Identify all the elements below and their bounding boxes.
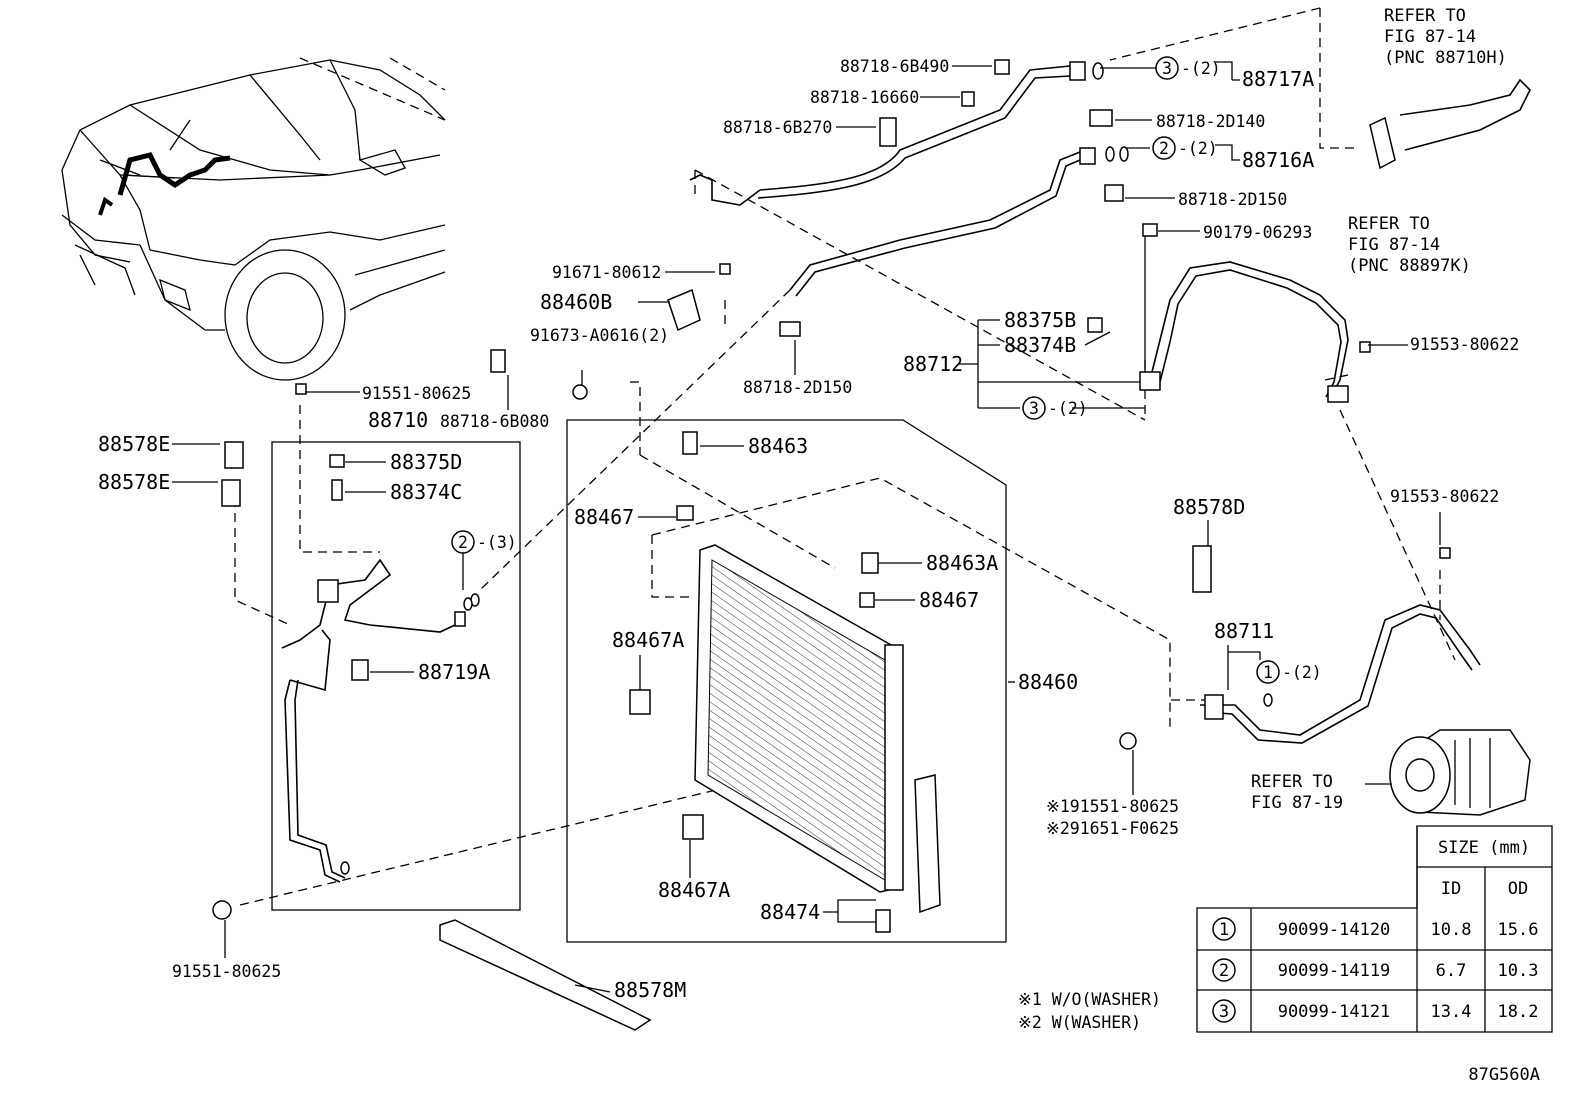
size-table: SIZE (mm) ID OD 1 90099-14120 10.8 15.6 … [1196, 825, 1553, 1033]
part-label-88474: 88474 [760, 900, 820, 924]
callout-circle-2-a: 2 [1159, 139, 1169, 158]
group-88460-box [566, 419, 1007, 943]
condenser-88460 [694, 544, 941, 933]
part-label-88718-6B270: 88718-6B270 [723, 118, 832, 137]
hose-88716A [789, 146, 1129, 297]
part-label-88717A: 88717A [1242, 67, 1314, 91]
part-label-88710: 88710 [368, 408, 428, 432]
part-label-88719A: 88719A [418, 660, 490, 684]
size-table-title: SIZE (mm) [1438, 838, 1530, 858]
part-label-88467A-1: 88467A [612, 628, 684, 652]
part-label-91553-80622-a: 91553-80622 [1410, 335, 1519, 354]
size-row-2-od: 10.3 [1498, 961, 1539, 981]
size-row-3-od: 18.2 [1498, 1002, 1539, 1022]
size-row-3-part: 90099-14121 [1278, 1002, 1391, 1022]
part-label-91673-A0616: 91673-A0616(2) [530, 326, 669, 345]
ref-mid-line1: REFER TO [1348, 214, 1430, 234]
callout-1-2: -(2) [1282, 663, 1322, 682]
ref-comp-line1: REFER TO [1251, 772, 1333, 792]
part-label-291651-F0625: ※291651-F0625 [1046, 819, 1179, 838]
part-label-88718-6B490: 88718-6B490 [840, 57, 949, 76]
callout-3-2-b: -(2) [1048, 399, 1088, 418]
part-label-91671-80612: 91671-80612 [552, 263, 661, 282]
ref-top-line2: FIG 87-14 [1384, 27, 1476, 47]
part-label-91551-80625-top: 91551-80625 [362, 384, 471, 403]
part-label-88463A: 88463A [926, 551, 998, 575]
vehicle-ac-lines [98, 152, 231, 216]
callout-circle-1: 1 [1263, 663, 1273, 682]
reference-notes: REFER TO FIG 87-14 (PNC 88710H) REFER TO… [1018, 6, 1507, 1032]
note-with-washer: ※2 W(WASHER) [1018, 1013, 1141, 1032]
part-label-88460: 88460 [1018, 670, 1078, 694]
size-row-1-part: 90099-14120 [1278, 920, 1391, 940]
part-label-88578E-2: 88578E [98, 470, 170, 494]
part-label-90179-06293: 90179-06293 [1203, 223, 1312, 242]
ref-comp-line2: FIG 87-19 [1251, 793, 1343, 813]
solid-leaders [172, 61, 1441, 993]
note-without-washer: ※1 W/O(WASHER) [1018, 990, 1161, 1009]
line-assembly-88710 [281, 558, 480, 883]
part-label-88467-1: 88467 [574, 505, 634, 529]
part-label-88374B: 88374B [1004, 333, 1076, 357]
part-label-88375D: 88375D [390, 450, 462, 474]
diagram-code: 87G560A [1468, 1065, 1540, 1085]
part-label-88467-2: 88467 [919, 588, 979, 612]
hose-88711 [1200, 604, 1481, 744]
ref-top-line1: REFER TO [1384, 6, 1466, 26]
part-label-88718-6B080: 88718-6B080 [440, 412, 549, 431]
size-row-1-od: 15.6 [1498, 920, 1539, 940]
size-row-2-part: 90099-14119 [1278, 961, 1391, 981]
size-row-1-id: 10.8 [1431, 920, 1472, 940]
callout-circle-3-b: 3 [1029, 399, 1039, 418]
part-label-88718-2D150-top: 88718-2D150 [1178, 190, 1287, 209]
size-row-3-num: 3 [1219, 1002, 1229, 1022]
hose-88712 [1139, 261, 1349, 403]
part-label-91551-80625-bot: 91551-80625 [172, 962, 281, 981]
hose-88717A [689, 61, 1104, 206]
ref-mid-line3: (PNC 88897K) [1348, 256, 1471, 276]
callout-circle-3-a: 3 [1162, 59, 1172, 78]
circle-callouts: 3 -(2) 2 -(2) 3 -(2) 2 -(3) 1 -(2) [451, 56, 1322, 707]
part-label-191551-80625: ※191551-80625 [1046, 797, 1179, 816]
part-label-88711: 88711 [1214, 619, 1274, 643]
callout-circle-2-b: 2 [458, 533, 468, 552]
part-label-88375B: 88375B [1004, 308, 1076, 332]
part-label-88467A-2: 88467A [658, 878, 730, 902]
part-label-88718-2D140: 88718-2D140 [1156, 112, 1265, 131]
part-label-88718-16660: 88718-16660 [810, 88, 919, 107]
compressor [1389, 729, 1531, 816]
ref-mid-line2: FIG 87-14 [1348, 235, 1440, 255]
vehicle-illustration [61, 59, 446, 381]
part-label-88578D: 88578D [1173, 495, 1245, 519]
size-row-1-num: 1 [1219, 920, 1229, 940]
size-row-3-id: 13.4 [1431, 1002, 1472, 1022]
part-label-88718-2D150-mid: 88718-2D150 [743, 378, 852, 397]
size-table-col-id: ID [1441, 879, 1461, 899]
part-label-88463: 88463 [748, 434, 808, 458]
part-label-91553-80622-b: 91553-80622 [1390, 487, 1499, 506]
part-label-88712: 88712 [903, 352, 963, 376]
small-parts [212, 59, 1531, 1031]
part-label-88578M: 88578M [614, 978, 686, 1002]
part-labels: 88718-6B490 88718-16660 88718-6B270 8871… [98, 57, 1519, 1002]
part-label-88374C: 88374C [390, 480, 462, 504]
ref-top-line3: (PNC 88710H) [1384, 48, 1507, 68]
group-88710-box [271, 441, 521, 911]
size-row-2-num: 2 [1219, 961, 1229, 981]
callout-2-3: -(3) [477, 533, 517, 552]
callout-3-2-a: -(2) [1181, 59, 1221, 78]
size-row-2-id: 6.7 [1436, 961, 1467, 981]
callout-2-2: -(2) [1178, 139, 1218, 158]
part-label-88716A: 88716A [1242, 148, 1314, 172]
size-table-col-od: OD [1508, 879, 1528, 899]
part-label-88578E-1: 88578E [98, 432, 170, 456]
part-label-88460B: 88460B [540, 290, 612, 314]
